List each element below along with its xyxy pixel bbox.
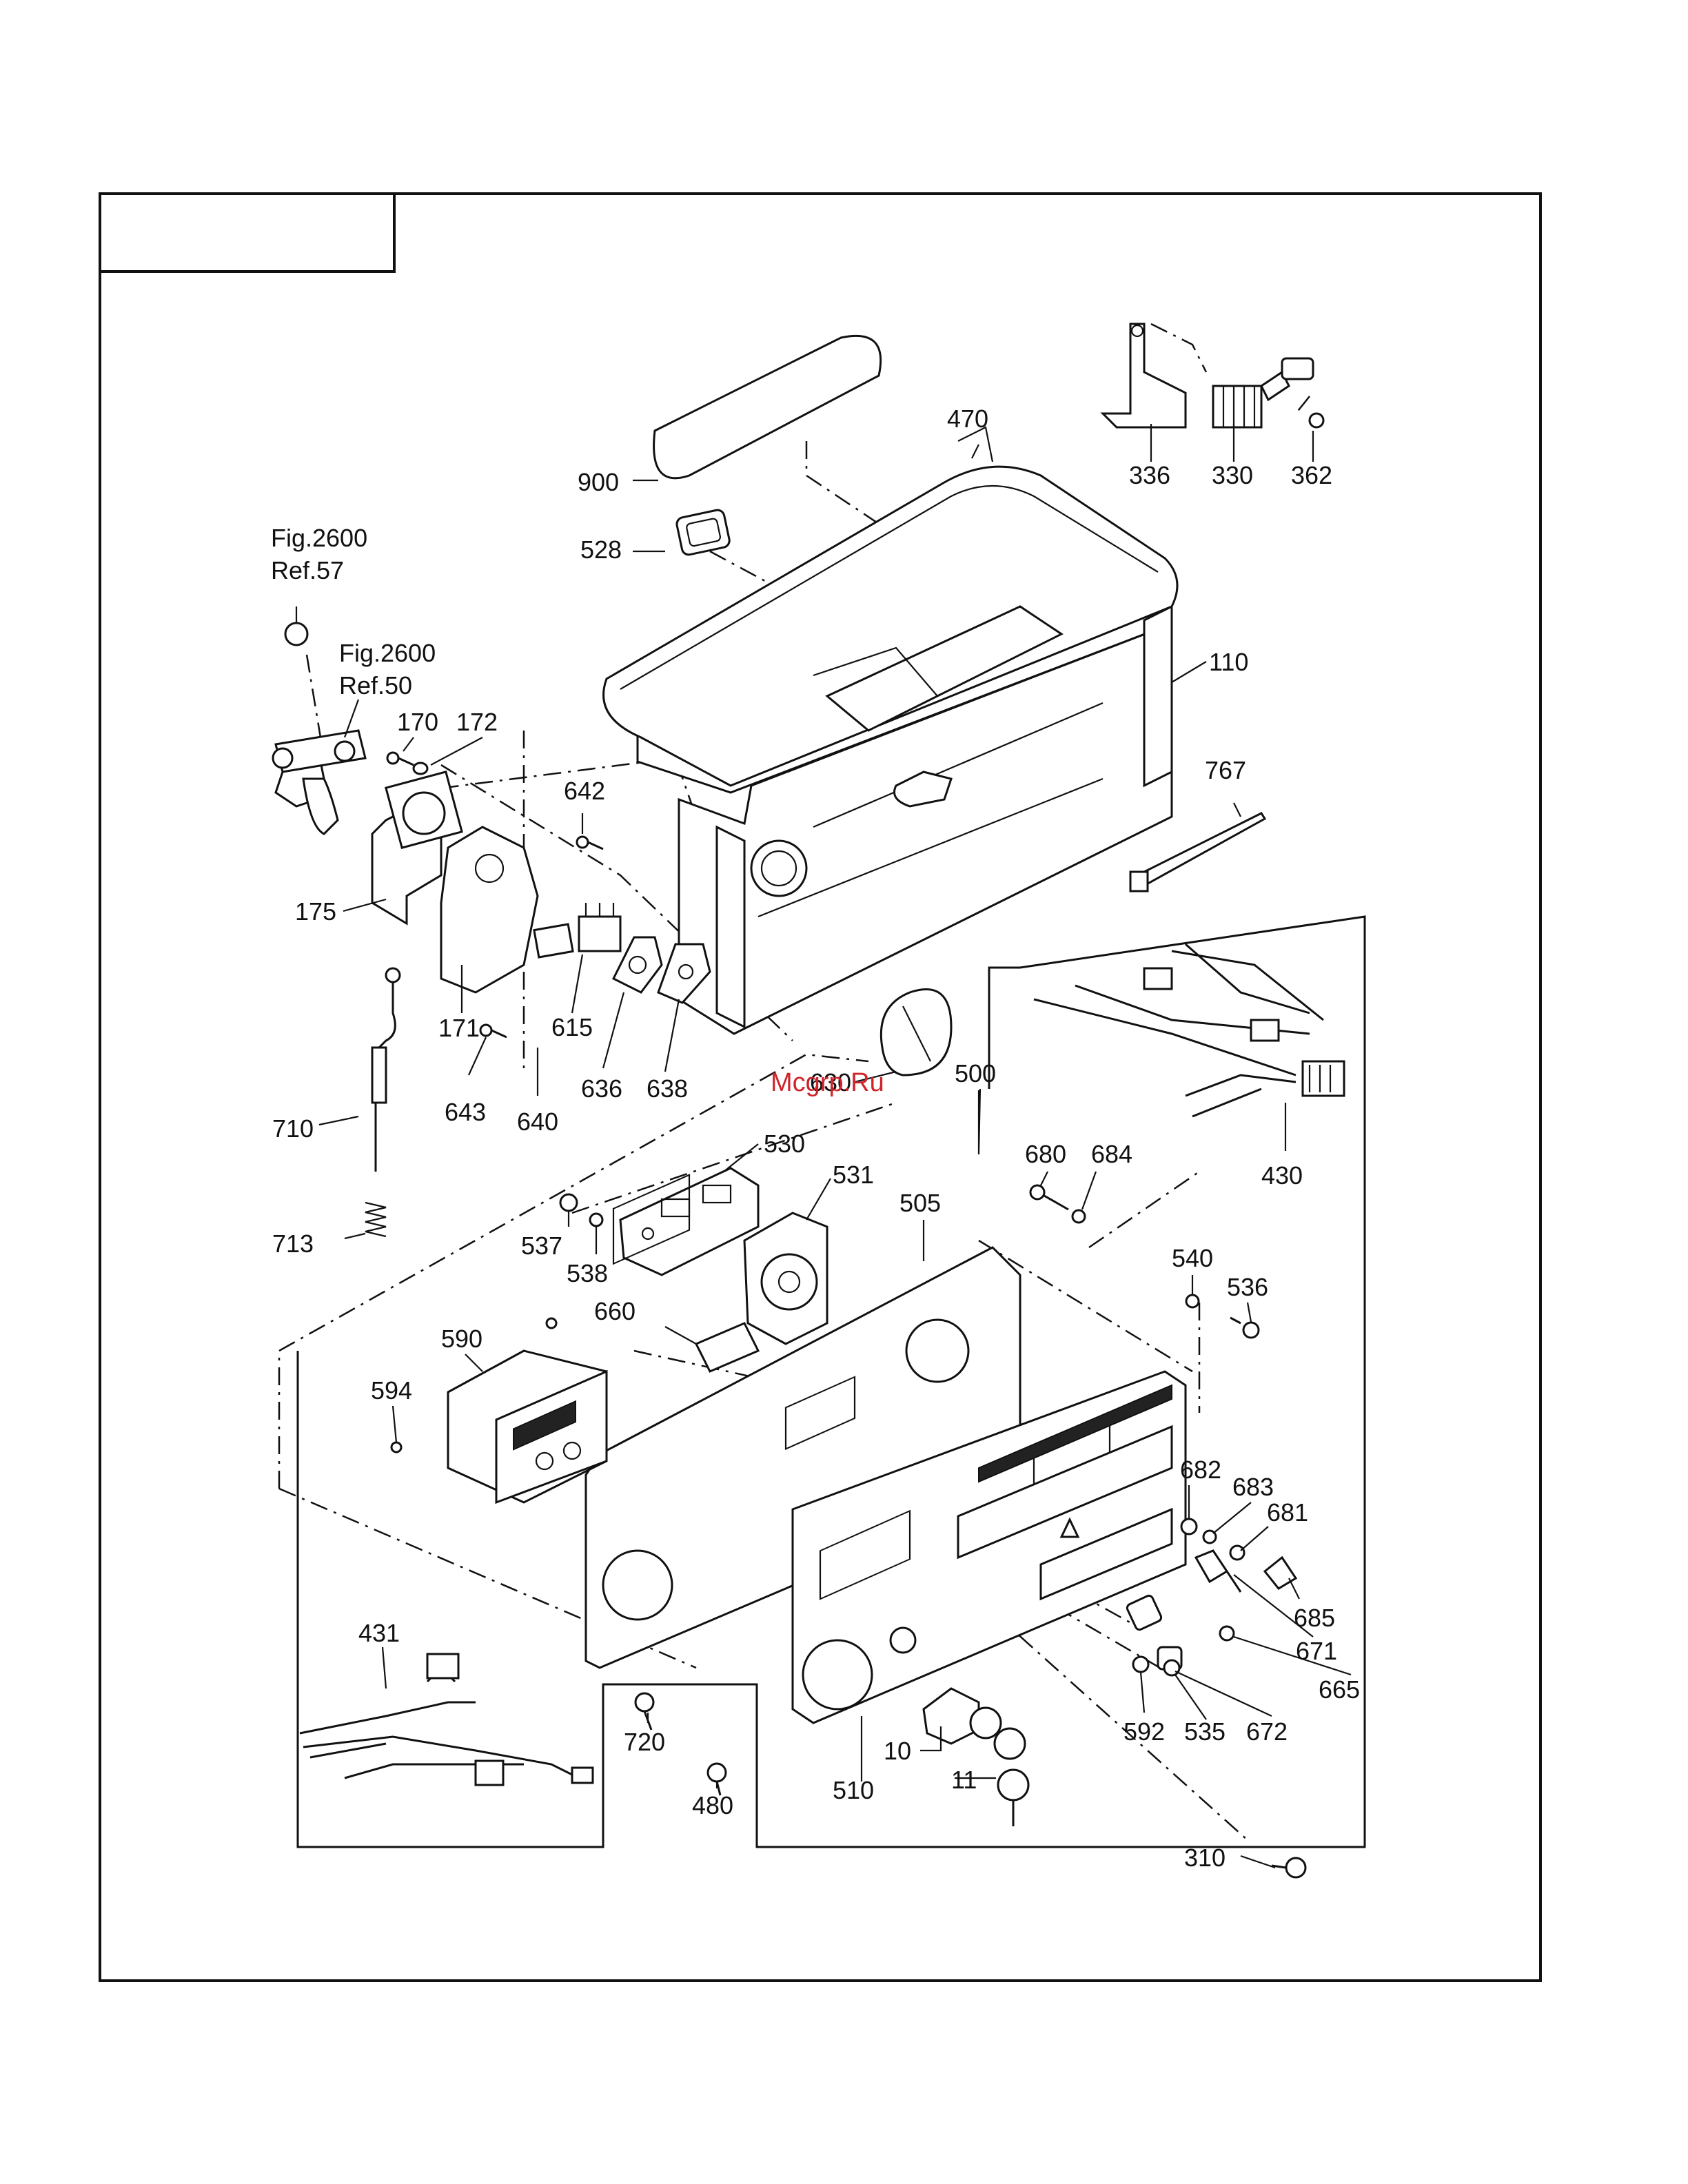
callout-713: 713 — [272, 1229, 314, 1258]
part-680-screw — [1030, 1185, 1068, 1210]
callout-362: 362 — [1291, 461, 1332, 489]
ref-fig2600-50-line2: Ref.50 — [339, 671, 412, 700]
part-171-cover — [441, 827, 538, 992]
part-590-meter — [448, 1351, 607, 1502]
callout-480: 480 — [692, 1791, 733, 1819]
callout-592: 592 — [1123, 1717, 1165, 1746]
callout-643: 643 — [445, 1098, 486, 1126]
part-540-washer — [1186, 1295, 1199, 1307]
part-537-nut — [560, 1194, 577, 1211]
callout-642: 642 — [564, 777, 605, 805]
callout-594: 594 — [371, 1376, 412, 1405]
part-362-connector — [1282, 358, 1313, 379]
callout-683: 683 — [1232, 1473, 1274, 1501]
part-682-washer — [1181, 1519, 1197, 1534]
callout-330: 330 — [1212, 461, 1253, 489]
part-535-screw — [1164, 1660, 1179, 1675]
callout-640: 640 — [517, 1108, 558, 1136]
part-590-screw — [547, 1318, 556, 1328]
part-310-screw — [1272, 1858, 1305, 1877]
part-336-bracket — [1103, 324, 1186, 427]
callout-710: 710 — [272, 1114, 314, 1143]
callout-431: 431 — [358, 1619, 400, 1647]
callout-170: 170 — [397, 708, 438, 736]
ref-fig2600-57-line2: Ref.57 — [271, 556, 344, 584]
part-665-breaker — [1126, 1594, 1234, 1640]
callout-171: 171 — [438, 1014, 480, 1042]
callout-11: 11 — [951, 1766, 977, 1794]
part-431-wire-harness — [300, 1654, 593, 1785]
callout-665: 665 — [1319, 1675, 1360, 1704]
callout-430: 430 — [1261, 1161, 1303, 1190]
callout-531: 531 — [833, 1161, 874, 1189]
part-615-pins — [586, 903, 613, 917]
callout-530: 530 — [764, 1130, 805, 1158]
part-713-spring — [365, 1203, 386, 1236]
part-538-washer — [590, 1214, 602, 1226]
callout-636: 636 — [581, 1074, 622, 1103]
part-767-tie-head — [1130, 872, 1148, 891]
callout-310: 310 — [1184, 1844, 1226, 1872]
callout-470: 470 — [947, 405, 988, 433]
callout-10: 10 — [884, 1737, 911, 1765]
part-900-label — [654, 336, 881, 478]
part-172-washer — [414, 763, 427, 774]
part-660-bracket — [696, 1323, 758, 1371]
ref-fig2600-57-line1: Fig.2600 — [271, 524, 367, 552]
callout-615: 615 — [551, 1013, 593, 1041]
part-362-screw — [1310, 414, 1323, 427]
callout-172: 172 — [456, 708, 498, 736]
part-430-wire-harness — [1034, 944, 1344, 1116]
part-10-key-switch — [924, 1688, 1001, 1744]
callout-684: 684 — [1091, 1140, 1132, 1168]
callout-660: 660 — [594, 1297, 635, 1325]
callout-535: 535 — [1184, 1717, 1226, 1746]
part-640-plate — [534, 924, 573, 957]
callout-336: 336 — [1129, 461, 1170, 489]
part-11-key — [995, 1728, 1028, 1826]
part-615-switch — [579, 917, 620, 951]
part-642-screw — [577, 837, 603, 849]
callout-681: 681 — [1267, 1498, 1308, 1527]
callout-682: 682 — [1180, 1456, 1221, 1484]
part-592-pilot — [1133, 1657, 1148, 1672]
part-710-rod — [372, 968, 400, 1172]
watermark-text: Mcgrp.Ru — [771, 1068, 884, 1097]
callout-720: 720 — [624, 1728, 665, 1756]
callout-505: 505 — [899, 1189, 941, 1217]
part-536-screw — [1230, 1318, 1259, 1338]
part-594-screw — [392, 1442, 401, 1452]
callout-536: 536 — [1227, 1273, 1268, 1301]
part-175-hole — [403, 793, 445, 834]
part-681-nut — [1230, 1546, 1244, 1560]
title-box — [100, 194, 394, 272]
part-528-gasket — [675, 509, 731, 555]
callout-537: 537 — [521, 1232, 562, 1260]
part-643-screw — [480, 1025, 507, 1037]
callout-900: 900 — [578, 468, 619, 496]
callout-685: 685 — [1294, 1604, 1335, 1632]
callout-680: 680 — [1025, 1140, 1066, 1168]
callout-175: 175 — [295, 897, 336, 926]
callout-672: 672 — [1246, 1717, 1288, 1746]
callout-590: 590 — [441, 1325, 482, 1353]
callout-510: 510 — [833, 1776, 874, 1804]
part-170-screw — [387, 753, 414, 765]
part-720-screw — [635, 1693, 653, 1730]
callout-538: 538 — [567, 1259, 608, 1287]
callout-671: 671 — [1296, 1637, 1337, 1665]
callout-110: 110 — [1209, 648, 1248, 676]
callout-767: 767 — [1205, 756, 1246, 784]
part-684-washer — [1072, 1210, 1085, 1223]
callout-638: 638 — [647, 1074, 688, 1103]
callout-528: 528 — [580, 535, 622, 564]
part-531-receptacle — [744, 1213, 827, 1344]
callout-540: 540 — [1172, 1244, 1213, 1272]
ref-fig2600-50-line1: Fig.2600 — [339, 639, 436, 667]
callout-500: 500 — [955, 1059, 996, 1088]
